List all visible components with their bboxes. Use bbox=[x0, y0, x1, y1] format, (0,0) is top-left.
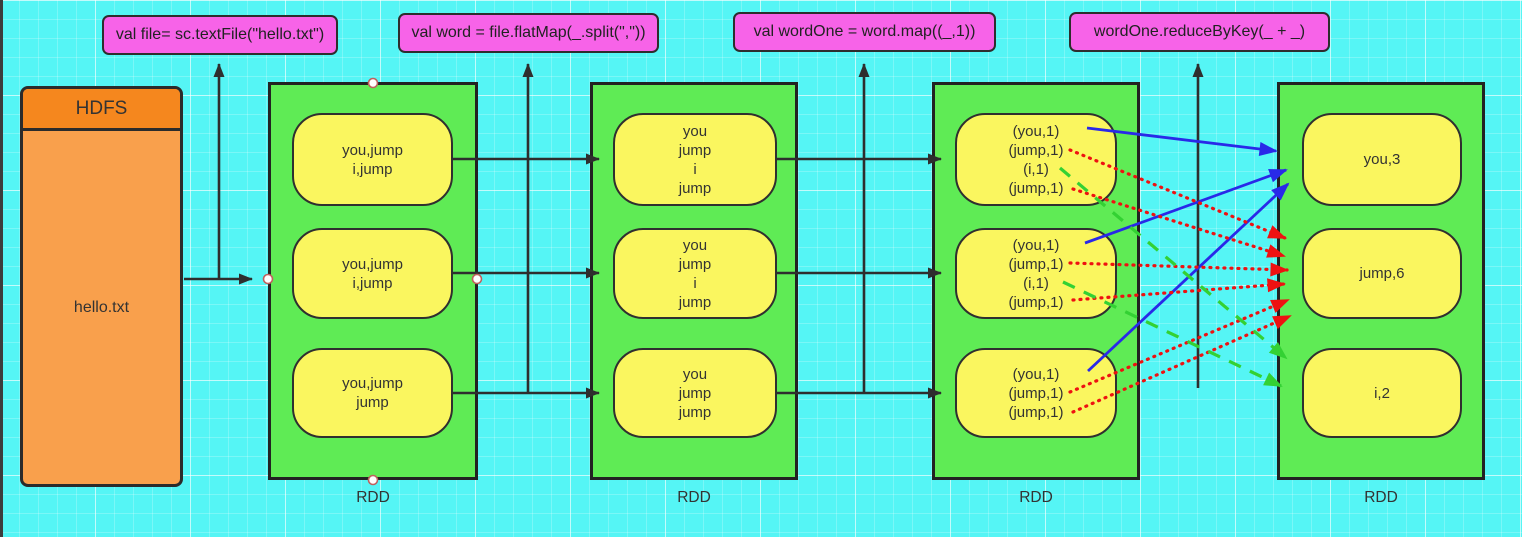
partition-line: jump bbox=[678, 141, 712, 159]
partition-line: i bbox=[693, 274, 697, 292]
rdd2-caption[interactable]: RDD bbox=[677, 489, 711, 506]
partition-line: you,jump bbox=[342, 375, 403, 392]
partition-line: you,3 bbox=[1363, 151, 1401, 168]
edge-jump-p2b[interactable] bbox=[1071, 278, 1286, 302]
rdd1-handle-left[interactable] bbox=[262, 273, 274, 285]
edge-you-p2[interactable] bbox=[1084, 168, 1288, 245]
partition-line: i,jump bbox=[352, 160, 393, 178]
edge-i-p2[interactable] bbox=[1062, 280, 1283, 388]
rdd-box-4[interactable]: you,3 jump,6 i,2 bbox=[1277, 82, 1485, 480]
rdd4-partition-jump[interactable]: jump,6 bbox=[1302, 228, 1462, 319]
partition-line: (you,1) bbox=[1012, 236, 1060, 254]
partition-line: i,jump bbox=[352, 274, 393, 292]
canvas-left-edge bbox=[0, 0, 3, 537]
rdd-box-3[interactable]: (you,1) (jump,1) (i,1) (jump,1) (you,1) … bbox=[932, 82, 1140, 480]
rdd1-handle-right[interactable] bbox=[471, 273, 483, 285]
partition-line: i,2 bbox=[1374, 384, 1390, 402]
edge-jump-p3b[interactable] bbox=[1071, 314, 1292, 414]
code-label-flatmap[interactable]: val word = file.flatMap(_.split(",")) bbox=[398, 13, 659, 53]
rdd4-partition-you[interactable]: you,3 bbox=[1302, 113, 1462, 206]
edge-jump-p1b[interactable] bbox=[1071, 187, 1286, 258]
partition-line: (you,1) bbox=[1012, 365, 1060, 383]
rdd1-partition-3[interactable]: you,jump jump bbox=[292, 348, 453, 438]
partition-line: (jump,1) bbox=[1008, 179, 1064, 197]
rdd1-caption[interactable]: RDD bbox=[356, 489, 390, 506]
partition-line: jump bbox=[678, 384, 712, 402]
rdd1-partition-1[interactable]: you,jump i,jump bbox=[292, 113, 453, 206]
partition-line: jump bbox=[678, 255, 712, 273]
partition-line: (you,1) bbox=[1012, 122, 1060, 140]
code-label-map[interactable]: val wordOne = word.map((_,1)) bbox=[733, 12, 996, 52]
partition-line: (jump,1) bbox=[1008, 384, 1064, 402]
partition-line: (jump,1) bbox=[1008, 255, 1064, 273]
hdfs-title: HDFS bbox=[23, 89, 180, 131]
rdd2-partition-1[interactable]: you jump i jump bbox=[613, 113, 777, 206]
rdd2-partition-2[interactable]: you jump i jump bbox=[613, 228, 777, 319]
rdd1-handle-top[interactable] bbox=[367, 77, 379, 89]
partition-line: jump,6 bbox=[1359, 265, 1405, 282]
partition-line: (i,1) bbox=[1023, 160, 1049, 178]
edge-jump-p1a[interactable] bbox=[1068, 148, 1287, 240]
partition-line: you bbox=[682, 236, 708, 254]
partition-line: you,jump bbox=[342, 255, 403, 273]
rdd4-partition-i[interactable]: i,2 bbox=[1302, 348, 1462, 438]
partition-line: you,jump bbox=[342, 141, 403, 159]
rdd1-handle-bottom[interactable] bbox=[367, 474, 379, 486]
partition-line: jump bbox=[356, 394, 389, 411]
rdd3-partition-3[interactable]: (you,1) (jump,1) (jump,1) bbox=[955, 348, 1117, 438]
partition-line: (jump,1) bbox=[1008, 293, 1064, 311]
partition-line: (jump,1) bbox=[1008, 141, 1064, 159]
partition-line: you bbox=[682, 122, 708, 140]
edge-jump-p3a[interactable] bbox=[1068, 298, 1290, 394]
rdd3-caption[interactable]: RDD bbox=[1019, 489, 1053, 506]
rdd2-partition-3[interactable]: you jump jump bbox=[613, 348, 777, 438]
partition-line: jump bbox=[678, 179, 712, 197]
edge-you-p1[interactable] bbox=[1086, 126, 1278, 156]
partition-line: i bbox=[693, 160, 697, 178]
code-label-textfile[interactable]: val file= sc.textFile("hello.txt") bbox=[102, 15, 338, 55]
edge-jump-p2a[interactable] bbox=[1068, 261, 1289, 277]
rdd3-partition-2[interactable]: (you,1) (jump,1) (i,1) (jump,1) bbox=[955, 228, 1117, 319]
partition-line: (jump,1) bbox=[1008, 403, 1064, 421]
edge-i-p1[interactable] bbox=[1058, 166, 1288, 360]
rdd-box-2[interactable]: you jump i jump you jump i jump you jump… bbox=[590, 82, 798, 480]
partition-line: you bbox=[682, 365, 708, 383]
partition-line: jump bbox=[678, 293, 712, 311]
partition-line: jump bbox=[678, 403, 712, 421]
hdfs-file-label: hello.txt bbox=[73, 298, 130, 316]
hdfs-box[interactable]: HDFS hello.txt bbox=[20, 86, 183, 487]
code-label-reducebykey[interactable]: wordOne.reduceByKey(_ + _) bbox=[1069, 12, 1330, 52]
rdd4-caption[interactable]: RDD bbox=[1364, 489, 1398, 506]
partition-line: (i,1) bbox=[1023, 274, 1049, 292]
rdd1-partition-2[interactable]: you,jump i,jump bbox=[292, 228, 453, 319]
